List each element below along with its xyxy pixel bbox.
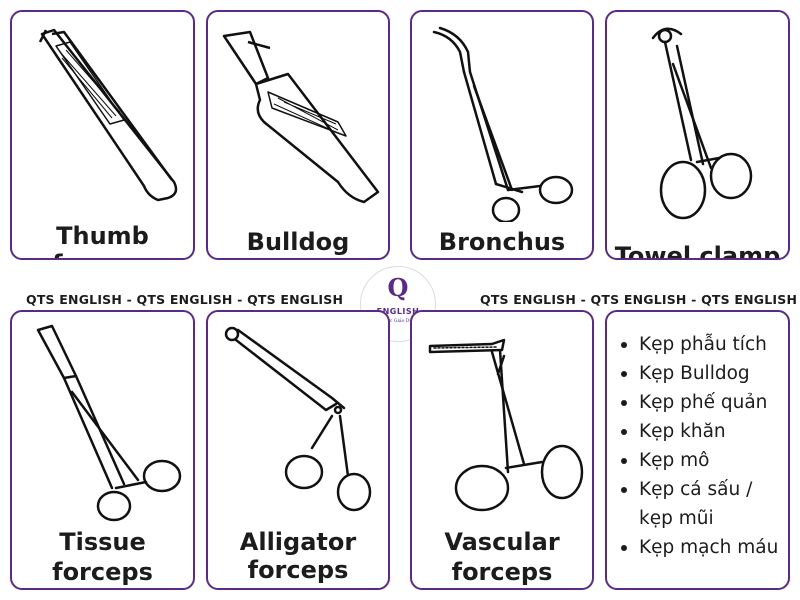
logo-brand: ENGLISH — [376, 307, 420, 316]
logo-subtitle: Tổ Chức Giáo Dục Úc — [373, 319, 423, 324]
banner-left: QTS ENGLISH - QTS ENGLISH - QTS ENGLISH — [26, 292, 344, 307]
vocab-item: Kẹp Bulldog — [621, 359, 782, 388]
card-label: Bronchus — [412, 228, 592, 257]
vocab-item: Kẹp mô — [621, 446, 782, 475]
label-line2: clamp — [412, 256, 592, 258]
towel-clamp-icon — [651, 27, 753, 220]
bulldog-clamp-icon — [222, 30, 380, 204]
card-label-2: forceps — [12, 250, 193, 258]
vocab-item: Kẹp khăn — [621, 417, 782, 446]
card-label-2: clamp — [208, 256, 388, 258]
card-vocab-list: Kẹp phẫu tích Kẹp Bulldog Kẹp phế quản K… — [605, 310, 790, 590]
logo-letter: Q — [387, 273, 409, 302]
card-tissue-forceps: Tissue forceps — [10, 310, 195, 590]
bronchus-clamp-icon — [432, 26, 574, 222]
card-vascular-forceps: Vascular forceps — [410, 310, 594, 590]
card-label: Towel clamp — [607, 242, 788, 260]
card-label-2: forceps — [12, 558, 193, 587]
vascular-forceps-icon — [428, 338, 584, 512]
card-thumb-forceps: Thumb forceps — [10, 10, 195, 260]
label-line2: forceps — [52, 558, 153, 586]
tissue-forceps-icon — [36, 324, 182, 522]
label-line1: Bronchus — [438, 228, 566, 256]
label-line1: Thumb — [56, 222, 149, 250]
vocab-item: Kẹp phẫu tích — [621, 330, 782, 359]
vocab-item: Kẹp mạch máu — [621, 533, 782, 562]
alligator-forceps-icon — [224, 326, 372, 512]
card-bronchus-clamp: Bronchus clamp — [410, 10, 594, 260]
banner-right: QTS ENGLISH - QTS ENGLISH - QTS ENGLISH — [480, 292, 798, 307]
card-label: Tissue — [12, 528, 193, 557]
card-label: Vascular — [412, 528, 592, 557]
label-line1: Towel clamp — [614, 242, 781, 260]
card-label: Bulldog — [208, 228, 388, 257]
label-line1: Tissue — [59, 528, 146, 556]
label-line1: Vascular — [444, 528, 560, 556]
label-line2: clamp — [208, 256, 388, 258]
vocab-item: Kẹp phế quản — [621, 388, 782, 417]
card-label-2: forceps — [412, 558, 592, 587]
thumb-forceps-icon — [38, 28, 178, 202]
card-towel-clamp: Towel clamp — [605, 10, 790, 260]
card-label-2: forceps — [208, 556, 388, 585]
card-alligator-forceps: Alligator forceps — [206, 310, 390, 590]
card-label: Alligator — [208, 528, 388, 557]
vocab-list: Kẹp phẫu tích Kẹp Bulldog Kẹp phế quản K… — [621, 330, 782, 562]
label-line2: forceps — [451, 558, 553, 586]
label-line1: Alligator — [239, 528, 357, 556]
label-line1: Bulldog — [246, 228, 350, 256]
card-label-2: clamp — [412, 256, 592, 258]
label-line2: forceps — [247, 556, 349, 584]
vocab-item: Kẹp cá sấu / kẹp mũi — [621, 475, 782, 533]
card-label: Thumb — [12, 222, 193, 251]
card-bulldog-clamp: Bulldog clamp — [206, 10, 390, 260]
label-line2: forceps — [12, 250, 193, 258]
